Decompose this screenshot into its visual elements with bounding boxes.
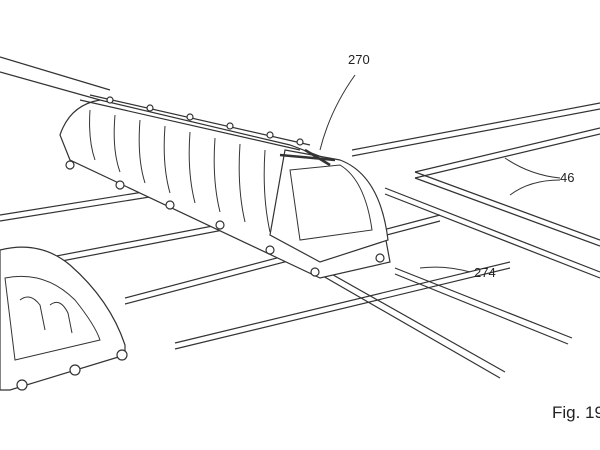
left-pod xyxy=(0,246,128,391)
leader-lines xyxy=(319,74,561,273)
pod-train xyxy=(59,94,391,279)
figure-caption: Fig. 19 xyxy=(552,403,600,422)
label-vehicle: 270 xyxy=(348,52,370,67)
label-junction: 274 xyxy=(474,265,496,280)
label-rails: 46 xyxy=(560,170,575,185)
